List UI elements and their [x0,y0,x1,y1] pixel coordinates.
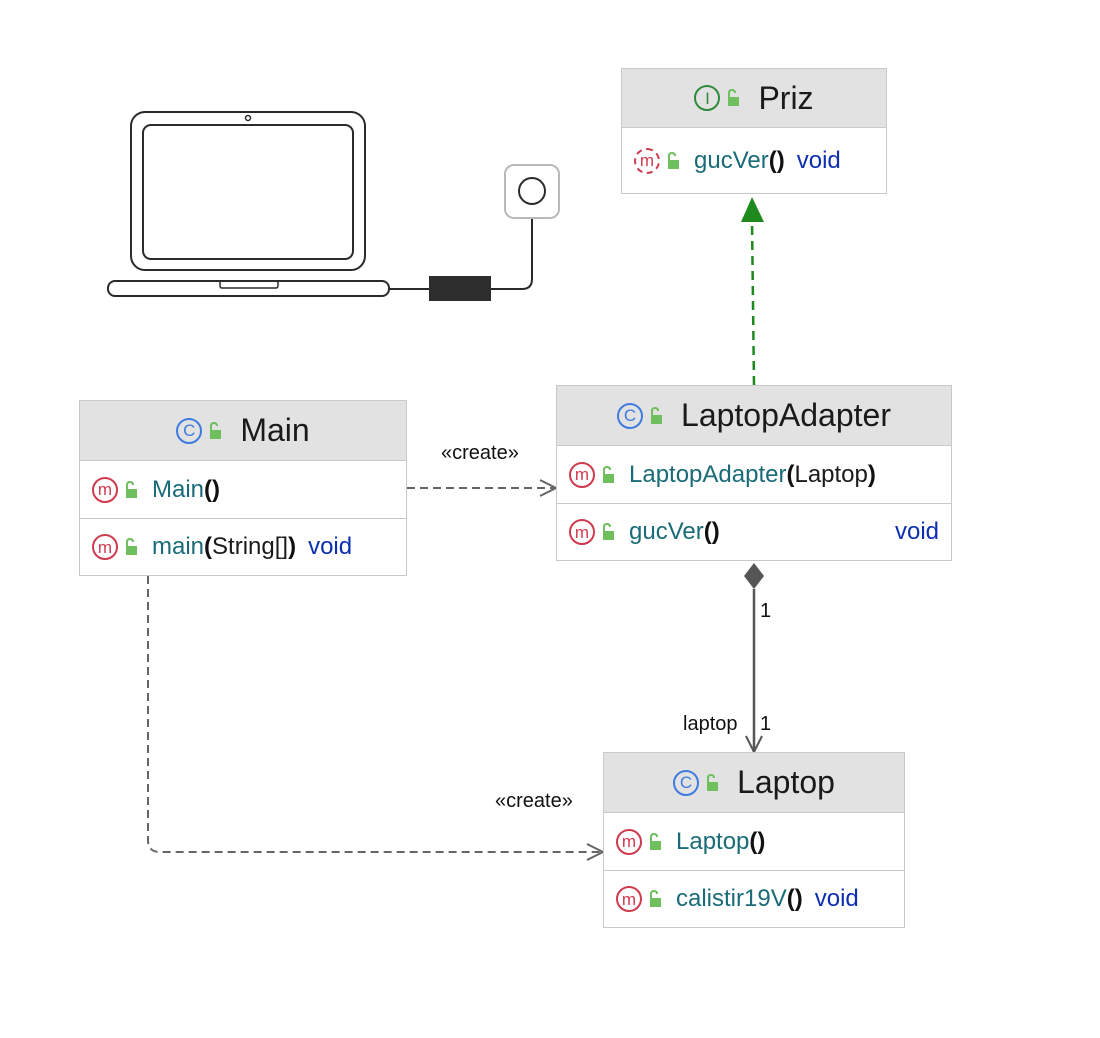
return-type: void [308,533,353,560]
method-signature: gucVer() [694,146,785,174]
method-icon: m [616,828,642,855]
class-box-laptop[interactable]: C Laptop m Laptop() m calistir19V() void [603,752,905,928]
return-type: void [814,885,859,912]
class-name: Main [240,412,310,448]
method-signature: gucVer() [629,518,720,545]
open-lock-icon [210,421,222,439]
method-icon: m [634,147,660,174]
class-name: LaptopAdapter [681,397,891,433]
composition-diamond [744,563,764,589]
class-box-main[interactable]: C Main m Main() m main(String[]) void [79,400,407,576]
source-multiplicity: 1 [760,600,772,622]
target-multiplicity: 1 [760,713,772,735]
realization-edge-adapter-to-priz [741,197,764,386]
class-name: Laptop [737,764,835,800]
class-icon: C [673,769,700,796]
method-row[interactable]: m calistir19V() void [604,870,904,927]
open-lock-icon [728,89,740,106]
method-signature: Main() [152,475,221,503]
class-header: C LaptopAdapter [557,386,951,446]
class-name: Priz [758,79,814,116]
class-icon: C [617,402,644,429]
method-icon: m [569,461,595,488]
method-icon: m [92,534,118,560]
open-lock-icon [650,890,661,907]
return-type: void [796,146,841,174]
method-row[interactable]: m gucVer() void [557,503,951,560]
class-header: C Laptop [604,753,904,813]
role-name-laptop: laptop [683,713,738,735]
class-box-laptop-adapter[interactable]: C LaptopAdapter m LaptopAdapter(Laptop) … [556,385,952,561]
interface-icon: I [694,85,721,111]
class-box-priz[interactable]: I Priz m gucVer() void [621,68,887,194]
class-header: C Main [80,401,406,461]
open-lock-icon [650,832,661,850]
realization-arrowhead [741,197,764,222]
create-label-laptop: «create» [495,790,573,812]
open-lock-icon [668,151,679,169]
open-lock-icon [603,465,614,483]
return-type: void [894,518,939,545]
constructor-row[interactable]: m Laptop() [604,813,904,870]
method-icon: m [616,886,642,912]
class-header: I Priz [622,69,886,128]
create-label-adapter: «create» [441,442,519,464]
method-signature: LaptopAdapter(Laptop) [629,460,876,488]
method-signature: main(String[]) [152,533,297,560]
constructor-row[interactable]: m Main() [80,461,406,518]
method-row[interactable]: m gucVer() void [622,128,886,193]
method-row[interactable]: m main(String[]) void [80,518,406,575]
laptop-with-charger-icon [107,111,560,301]
open-lock-icon [126,538,137,555]
method-icon: m [569,519,595,545]
composition-edge-adapter-to-laptop [744,563,764,752]
dependency-edge-main-to-laptop [147,576,603,852]
method-icon: m [92,476,118,503]
open-lock-icon [707,773,719,791]
method-signature: calistir19V() [676,885,803,912]
method-signature: Laptop() [676,827,766,855]
constructor-row[interactable]: m LaptopAdapter(Laptop) [557,446,951,503]
open-lock-icon [651,406,663,424]
class-icon: C [176,417,203,444]
open-lock-icon [603,523,614,540]
open-lock-icon [126,480,137,498]
